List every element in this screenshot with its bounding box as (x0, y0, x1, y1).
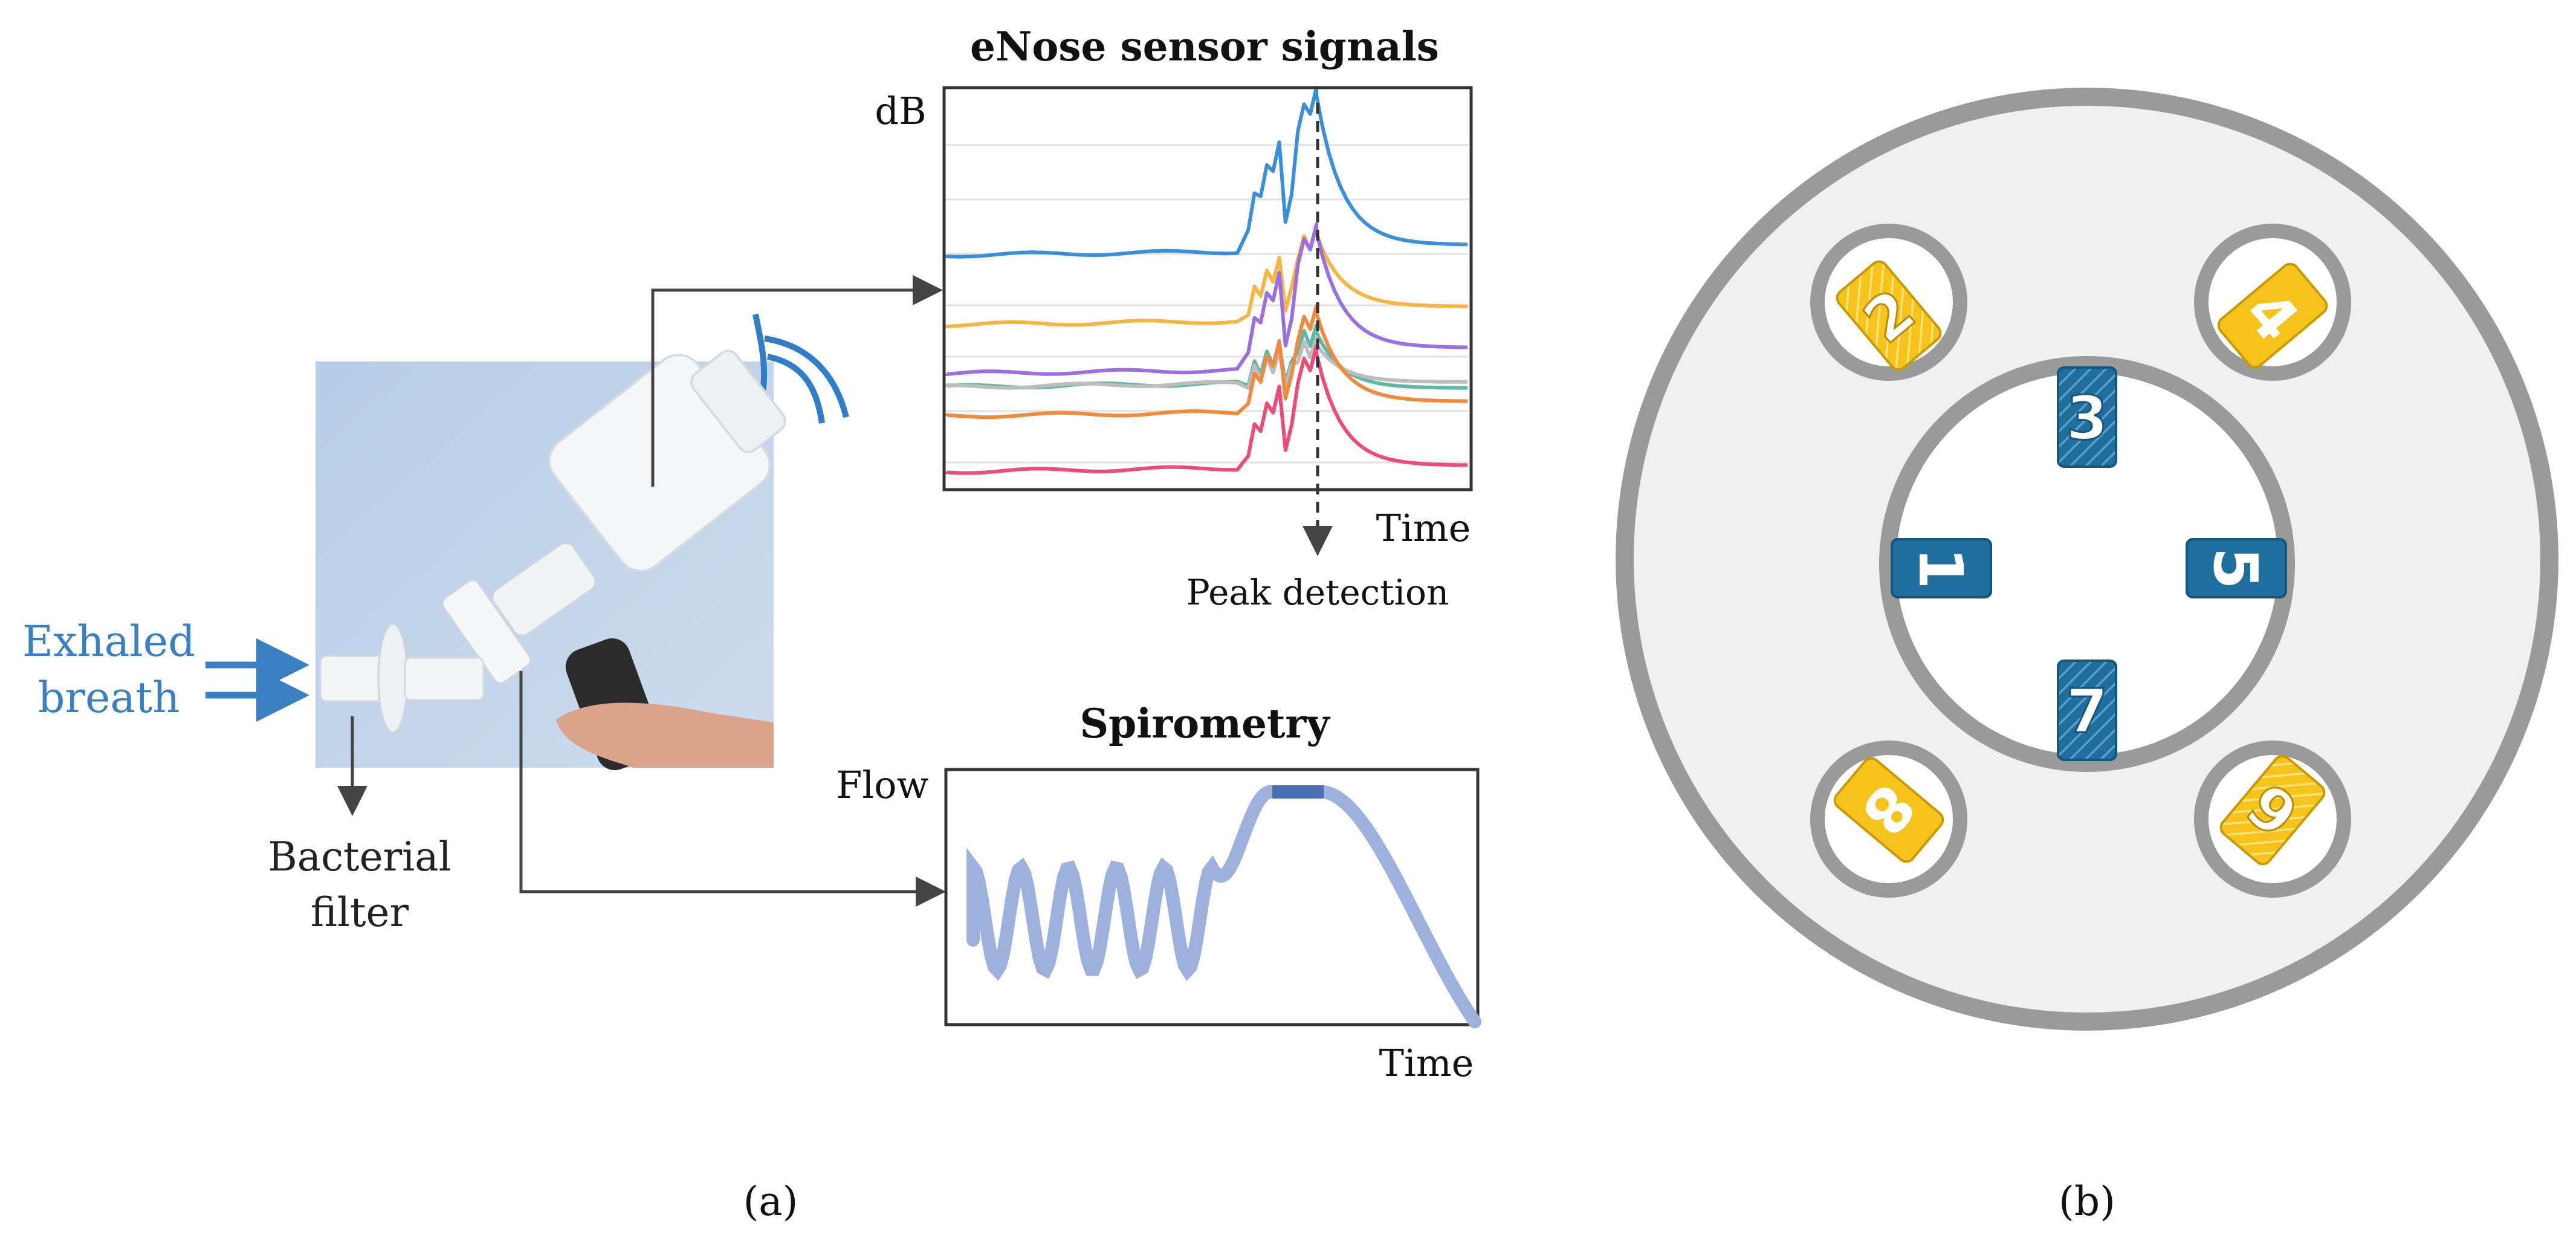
spirometry-chart-title: Spirometry (1079, 700, 1330, 747)
enose-trace-7 (945, 345, 1468, 475)
panel-a-label: (a) (743, 1178, 798, 1225)
filter-label-line2: filter (311, 889, 409, 936)
spirometry-frame (944, 768, 1480, 1026)
spirometry-chart: Spirometry Flow Time (836, 700, 1481, 1085)
spirometry-chart-xlabel: Time (1379, 1041, 1474, 1085)
panel-b: 3 7 1 5 2 4 8 6 (b) (1616, 88, 2558, 1225)
sensor-1-number: 1 (1905, 547, 1976, 589)
enose-chart-title: eNose sensor signals (970, 23, 1439, 70)
sensor-1: 1 (1891, 538, 1992, 598)
sensor-7-number: 7 (2066, 676, 2108, 747)
enose-trace-3 (945, 222, 1468, 376)
enose-trace-5 (945, 335, 1468, 391)
panel-a: Exhaled breath Bacterial filter eNose se… (22, 23, 1481, 1225)
device-photo (316, 314, 849, 771)
spirometry-chart-ylabel: Flow (836, 763, 928, 807)
enose-chart-xlabel: Time (1376, 506, 1471, 550)
sensor-3-number: 3 (2066, 383, 2108, 453)
enose-chart: eNose sensor signals dB Time Peak detect… (875, 23, 1473, 613)
spirometry-curve (966, 785, 1481, 1028)
inlet-label-line1: Exhaled (22, 617, 195, 666)
enose-traces (945, 86, 1468, 475)
inlet-label-line2: breath (38, 673, 180, 722)
sensor-5-number: 5 (2200, 547, 2271, 589)
filter-label-line1: Bacterial (268, 834, 451, 880)
sensor-5: 5 (2186, 538, 2287, 598)
enose-trace-6 (945, 304, 1468, 420)
enose-frame (942, 86, 1473, 491)
enose-connector-arrow (651, 275, 943, 487)
peak-detection-label: Peak detection (1186, 572, 1449, 613)
enose-trace-1 (945, 86, 1468, 259)
enose-chart-ylabel: dB (875, 89, 926, 133)
sensor-3: 3 (2057, 366, 2117, 468)
enose-trace-2 (945, 225, 1468, 328)
panel-b-label: (b) (2059, 1178, 2115, 1225)
sensor-7: 7 (2057, 660, 2117, 761)
spirometry-connector-arrow (519, 671, 946, 907)
